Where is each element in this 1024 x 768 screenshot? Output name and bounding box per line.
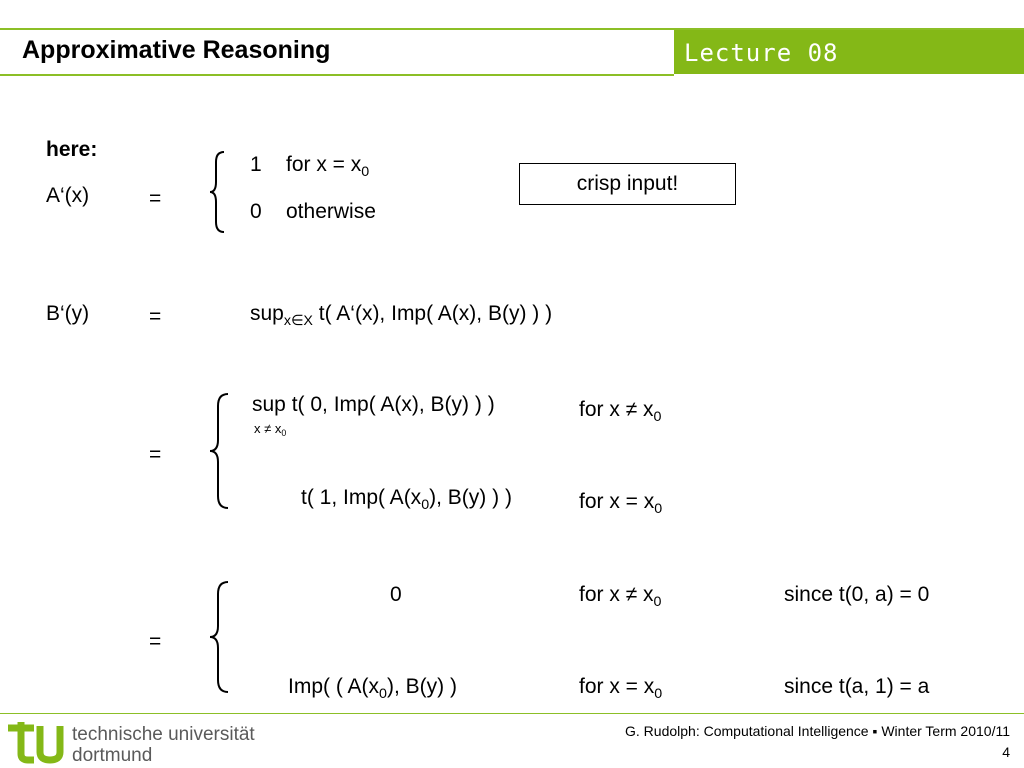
header-top-rule [0, 28, 1024, 30]
crisp-input-note: crisp input! [519, 163, 736, 205]
left-brace-icon [209, 393, 229, 509]
case4b-reason: since t(a, 1) = a [784, 675, 930, 698]
case4a-reason: since t(0, a) = 0 [784, 583, 930, 606]
case3a-expression: sup t( 0, Imp( A(x), B(y) ) ) [252, 393, 495, 416]
here-label: here: [46, 138, 98, 161]
case3b-condition: for x = x0 [579, 490, 663, 517]
case4a-condition: for x ≠ x0 [579, 583, 662, 610]
university-name-line1: technische universität [72, 724, 255, 745]
footer-credit: G. Rudolph: Computational Intelligence ▪… [625, 723, 1010, 739]
case3a-sup-index: x ≠ x0 [254, 421, 287, 439]
case2-value: 0 [250, 200, 262, 223]
case2-condition: otherwise [286, 200, 376, 223]
page-number: 4 [1002, 744, 1010, 760]
left-brace-icon [209, 151, 225, 233]
tu-logo-icon [8, 722, 64, 764]
slide-title: Approximative Reasoning [22, 36, 331, 64]
equals-sign-1: = [149, 187, 162, 210]
a-prime-lhs: A‘(x) [46, 184, 90, 207]
left-brace-icon [209, 581, 229, 693]
case4b-value: Imp( ( A(x0), B(y) ) [288, 675, 457, 702]
case4a-value: 0 [390, 583, 402, 606]
case4b-condition: for x = x0 [579, 675, 663, 702]
equals-sign-4: = [149, 630, 162, 653]
sup-expression: supx∈X t( A‘(x), Imp( A(x), B(y) ) ) [250, 302, 553, 329]
case1-condition: for x = x0 [286, 153, 370, 180]
b-prime-lhs: B‘(y) [46, 302, 90, 325]
case1-value: 1 [250, 153, 262, 176]
university-name-line2: dortmund [72, 745, 153, 766]
case3a-condition: for x ≠ x0 [579, 398, 662, 425]
equals-sign-2: = [149, 305, 162, 328]
footer-rule [0, 713, 1024, 714]
lecture-label: Lecture 08 [684, 39, 839, 67]
case3b-expression: t( 1, Imp( A(x0), B(y) ) ) [301, 486, 512, 513]
equals-sign-3: = [149, 443, 162, 466]
lecture-banner [674, 30, 1024, 74]
header-bottom-rule [0, 74, 674, 76]
